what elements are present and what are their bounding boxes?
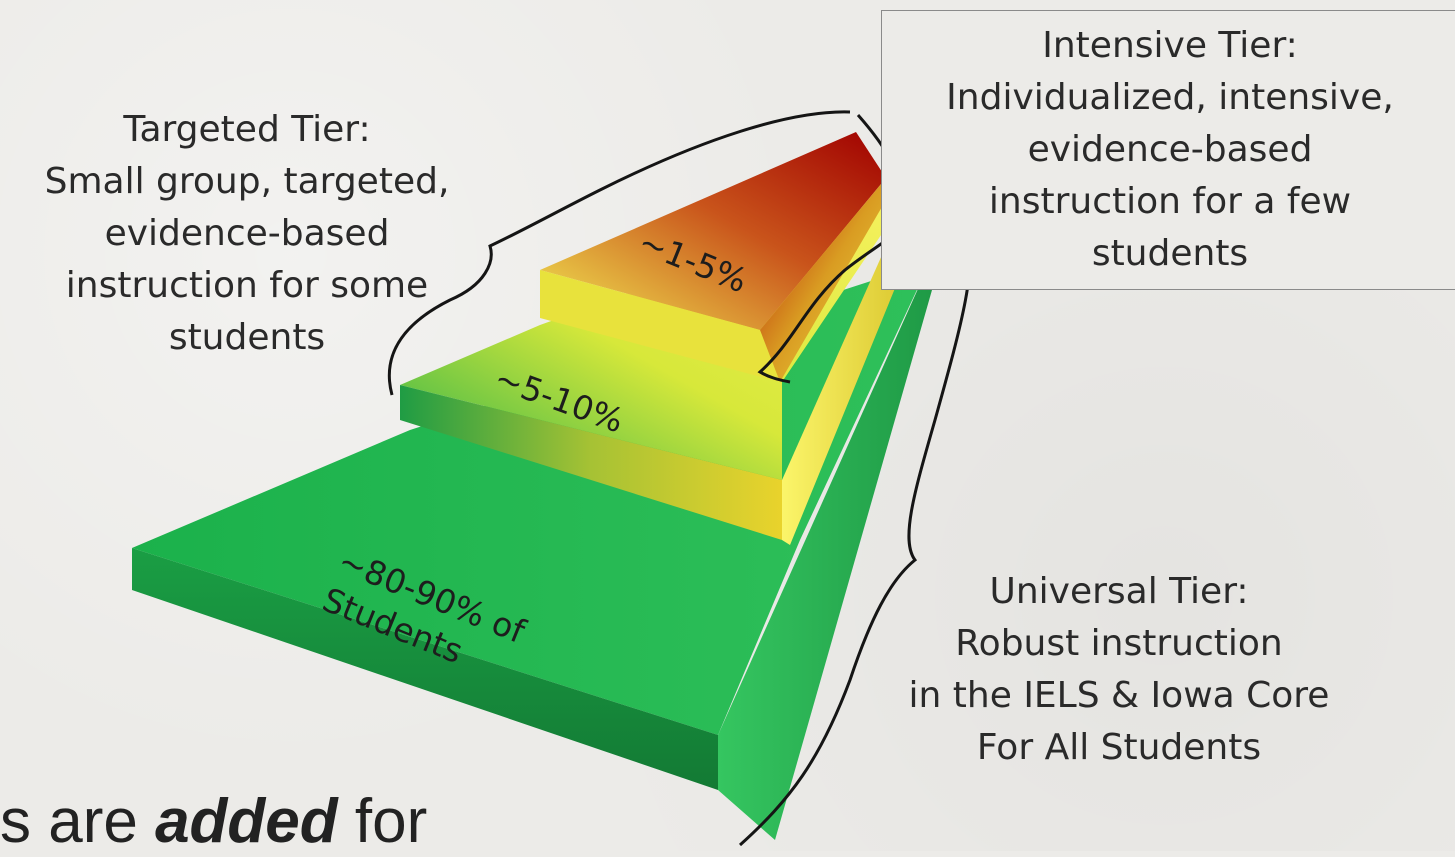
targeted-tier-front — [400, 385, 782, 540]
slide-footer-text: s are added for — [0, 786, 427, 857]
footer-suffix: for — [337, 787, 428, 856]
intensive-line-4: instruction for a few — [988, 181, 1352, 222]
targeted-line-3: evidence-based — [104, 213, 390, 254]
intensive-tier-label: Intensive Tier: Individualized, intensiv… — [890, 20, 1450, 280]
intensive-line-5: students — [1091, 233, 1249, 274]
intensive-line-2: Individualized, intensive, — [946, 77, 1394, 118]
universal-tier-label: Universal Tier: Robust instruction in th… — [845, 566, 1393, 774]
footer-emphasis: added — [155, 787, 338, 856]
targeted-tier-label: Targeted Tier: Small group, targeted, ev… — [8, 104, 486, 364]
targeted-line-2: Small group, targeted, — [44, 161, 450, 202]
targeted-line-4: instruction for some — [65, 265, 429, 306]
intensive-line-1: Intensive Tier: — [1042, 25, 1298, 66]
intensive-tier-front — [540, 270, 780, 382]
intensive-tier-box — [881, 10, 1455, 290]
universal-tier-front — [132, 548, 718, 790]
universal-line-2: Robust instruction — [955, 623, 1283, 664]
universal-line-1: Universal Tier: — [989, 571, 1249, 612]
intensive-tier-top — [540, 132, 886, 330]
universal-line-3: in the IELS & Iowa Core — [908, 675, 1330, 716]
intensive-tier-block — [540, 132, 886, 382]
targeted-tier-brace — [387, 110, 851, 396]
footer-prefix: s are — [0, 787, 156, 856]
universal-line-4: For All Students — [976, 727, 1262, 768]
intensive-line-3: evidence-based — [1027, 129, 1313, 170]
intensive-tier-side — [760, 178, 886, 382]
universal-tier-side — [718, 262, 932, 840]
universal-tier-brace — [738, 229, 972, 847]
targeted-line-5: students — [168, 317, 326, 358]
targeted-line-1: Targeted Tier: — [123, 109, 371, 150]
